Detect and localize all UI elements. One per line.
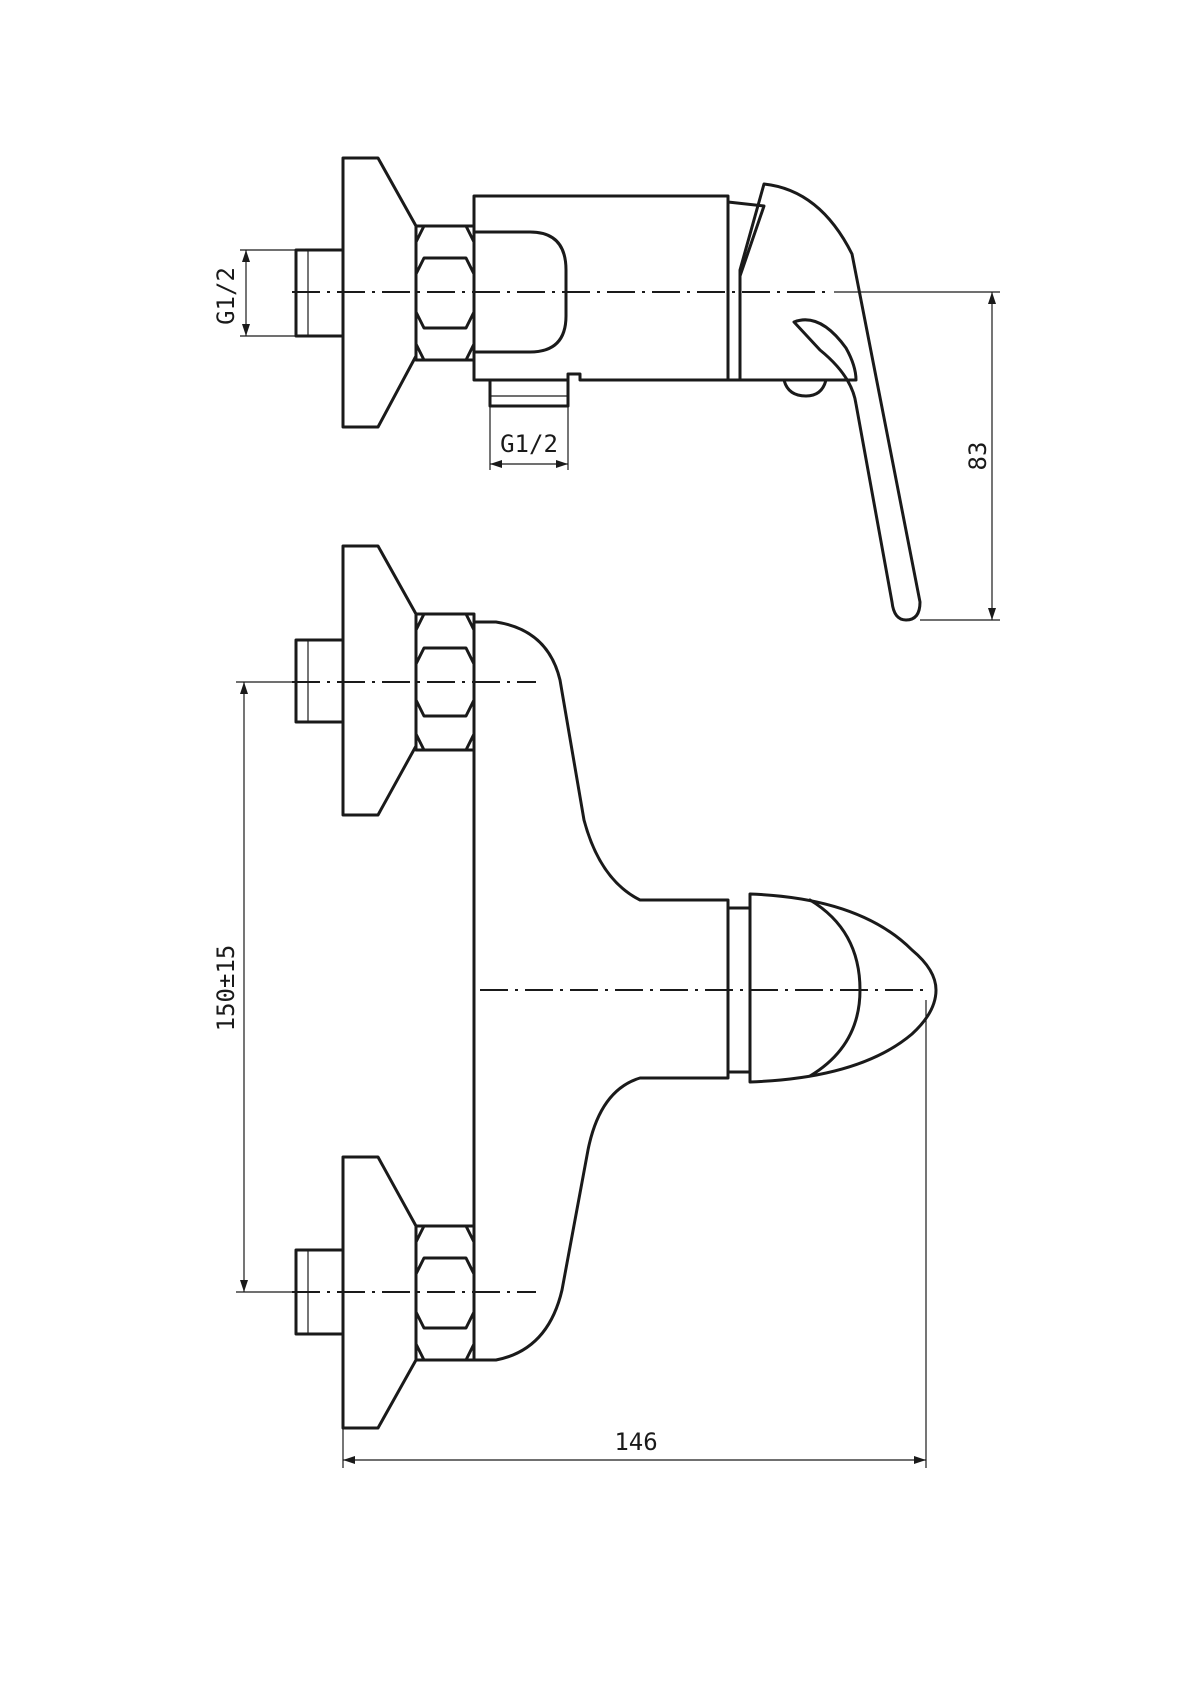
front-view-escutcheon-upper [341, 544, 418, 817]
side-view-outlet-connector [488, 378, 570, 408]
side-view-lever-pivot [782, 378, 828, 398]
dim-inlet-thread-side-label: G1/2 [212, 267, 240, 325]
front-view-lever [748, 892, 938, 1084]
dim-total-depth: 146 [342, 1000, 927, 1468]
side-view-lever-handle [738, 182, 922, 622]
dim-inlet-thread-side: G1/2 [212, 249, 296, 337]
dim-inlet-spacing-label: 150±15 [212, 945, 240, 1032]
front-view-mixer-body [472, 620, 730, 1362]
side-view [292, 156, 922, 622]
dim-outlet-thread: G1/2 [489, 406, 569, 470]
dim-inlet-spacing: 150±15 [212, 681, 300, 1293]
dim-outlet-thread-label: G1/2 [500, 430, 558, 458]
dim-total-depth-label: 146 [614, 1428, 657, 1456]
dim-height-label: 83 [964, 442, 992, 471]
dim-height: 83 [834, 291, 1000, 621]
front-view-lever-inner [808, 898, 862, 1078]
side-view-valve-body [472, 194, 730, 382]
front-view [292, 544, 938, 1430]
